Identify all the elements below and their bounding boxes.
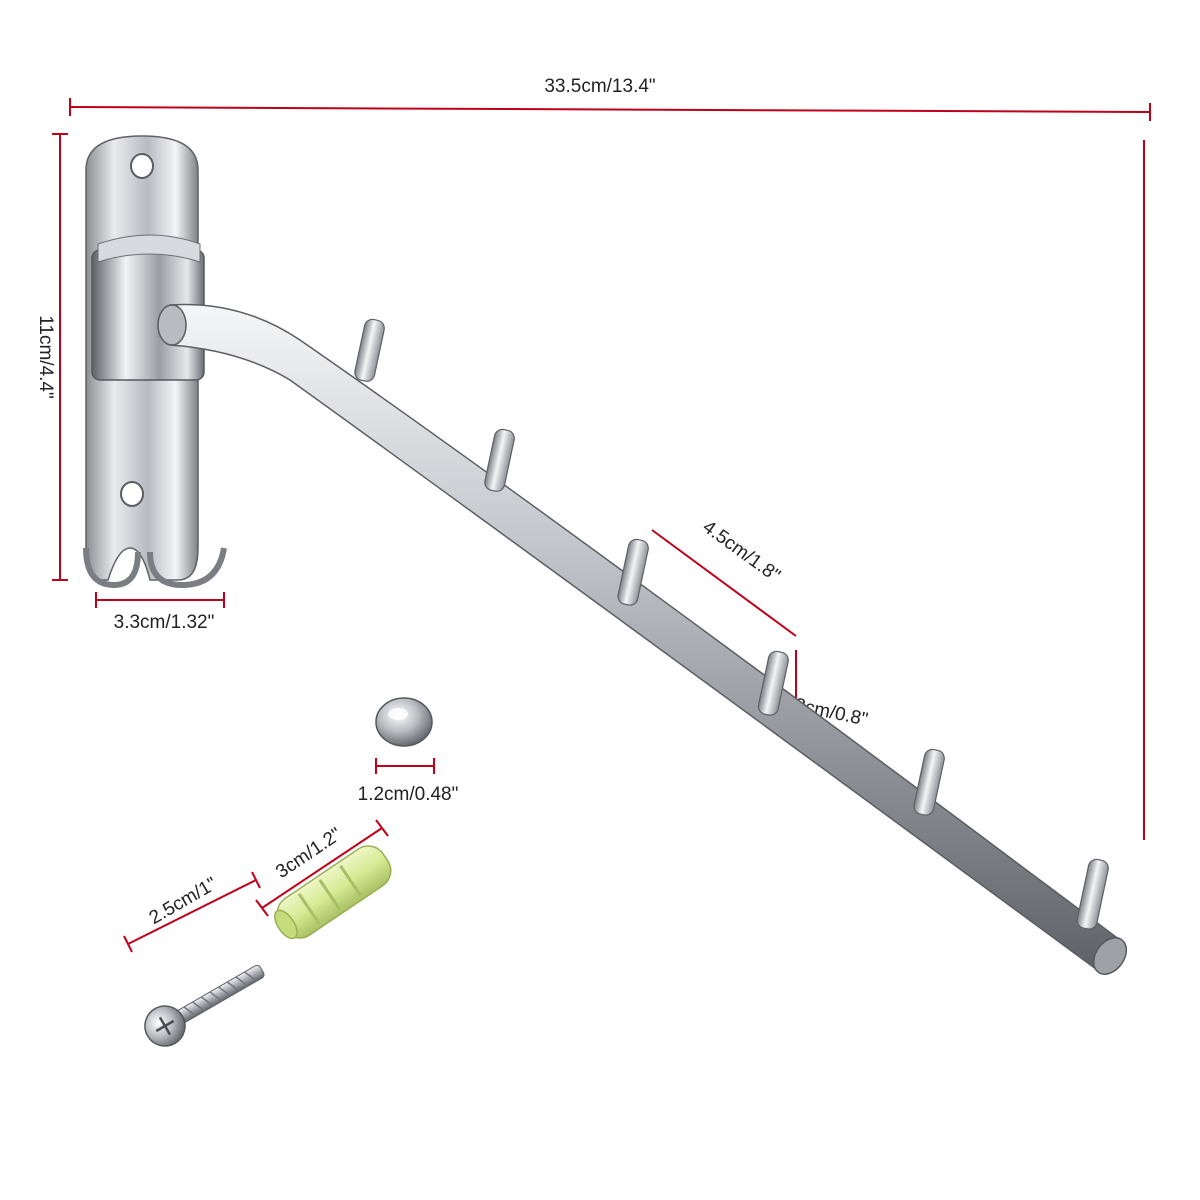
peg xyxy=(617,538,649,606)
hanger-arm xyxy=(157,303,1128,975)
decorative-cap xyxy=(375,697,433,747)
peg xyxy=(484,428,515,492)
peg xyxy=(1076,858,1109,930)
cap-diameter-label: 1.2cm/0.48" xyxy=(358,784,459,805)
dimension-lines xyxy=(52,98,1151,953)
height-label: 11cm/4.4" xyxy=(35,315,56,399)
peg xyxy=(757,650,789,716)
total-length-label: 33.5cm/13.4" xyxy=(544,76,655,97)
hook-spacing-label: 4.5cm/1.8" xyxy=(699,517,784,587)
screw-length-label: 2.5cm/1" xyxy=(146,874,221,929)
screw xyxy=(144,964,265,1047)
arm-end-cap xyxy=(1092,937,1128,975)
peg xyxy=(913,748,945,816)
bottom-screw-hole xyxy=(120,481,144,507)
base-width-label: 3.3cm/1.32" xyxy=(114,612,215,633)
wall-bracket xyxy=(83,135,227,589)
peg xyxy=(354,318,385,382)
top-screw-hole xyxy=(130,153,154,179)
hanger-pegs xyxy=(354,318,1109,930)
wall-anchor xyxy=(274,845,392,940)
